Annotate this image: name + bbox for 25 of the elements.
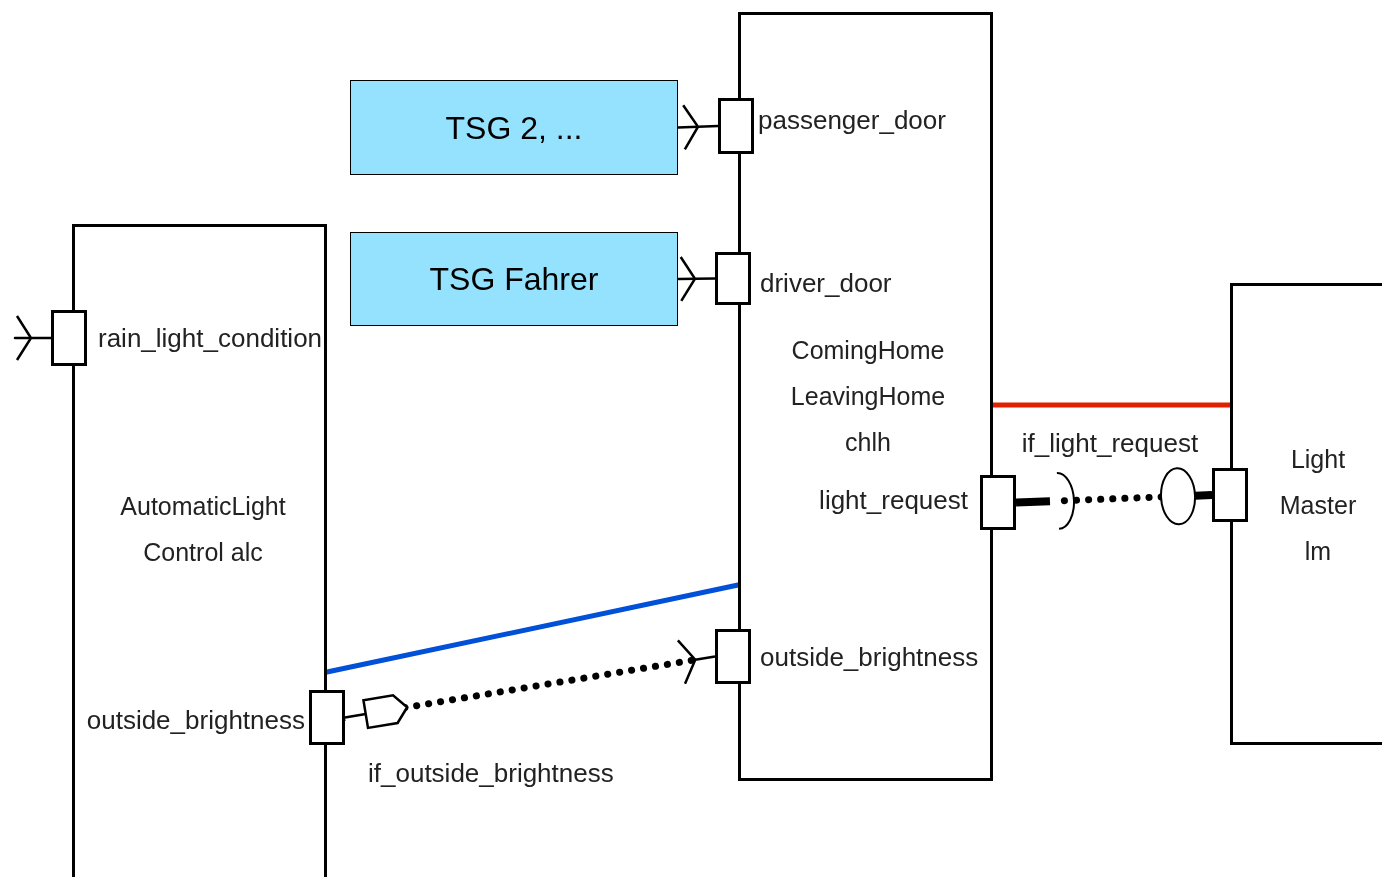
ecu-name: TSG Fahrer: [429, 260, 599, 299]
port-square: [309, 690, 345, 745]
edge-label: if_light_request: [1021, 430, 1199, 456]
edge-label: if_outside_brightness: [368, 760, 614, 786]
ecu-name: TSG 2, ...: [445, 108, 583, 148]
port-square: [1212, 468, 1248, 522]
port-square: [718, 98, 754, 154]
port-square: [980, 475, 1016, 530]
component-box: [1230, 283, 1382, 745]
component-name: ComingHome LeavingHome chlh: [789, 335, 947, 458]
component-box: [72, 224, 327, 877]
port-square: [51, 310, 87, 366]
port-label: outside_brightness: [760, 644, 979, 670]
port-label: driver_door: [760, 270, 892, 296]
component-box: [738, 12, 993, 781]
port-square: [715, 629, 751, 684]
port-label: passenger_door: [758, 107, 946, 133]
ecu-box: [350, 232, 678, 326]
port-label: light_request: [819, 487, 968, 513]
port-label: outside_brightness: [86, 707, 305, 733]
port-label: rain_light_condition: [98, 325, 323, 351]
ecu-box: [350, 80, 678, 175]
component-name: Light Master lm: [1278, 444, 1358, 567]
port-square: [715, 252, 751, 305]
component-name: AutomaticLight Control alc: [119, 491, 287, 568]
